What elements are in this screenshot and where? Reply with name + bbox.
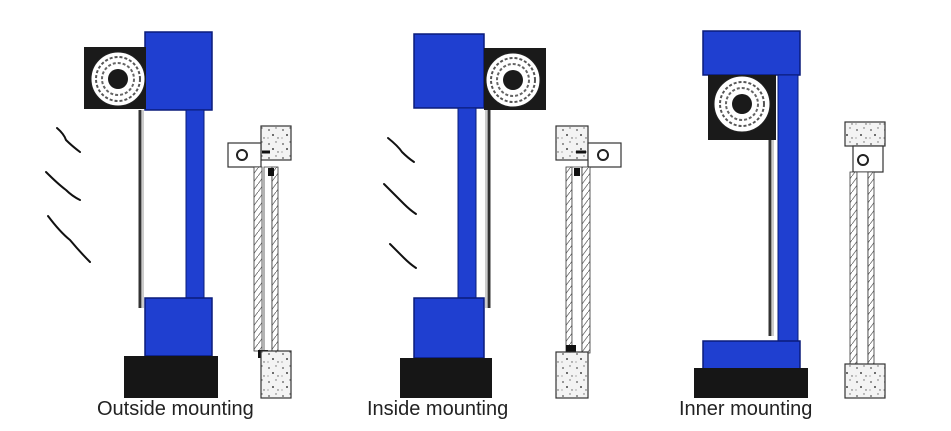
- caption-outside-mounting: Outside mounting: [97, 398, 254, 420]
- side-detail: [844, 121, 886, 399]
- roller-box: [708, 75, 776, 140]
- caption-inside-mounting: Inside mounting: [367, 398, 509, 420]
- side-detail: [227, 125, 292, 399]
- wall-section: [413, 33, 485, 359]
- rain-lines: [383, 137, 417, 269]
- sill-block: [124, 356, 218, 398]
- roller-box: [84, 47, 146, 109]
- sill-block: [400, 358, 492, 398]
- wall-section: [144, 31, 213, 357]
- wall-section: [702, 30, 801, 370]
- sill-block: [694, 368, 808, 398]
- caption-inner-mounting: Inner mounting: [679, 398, 813, 420]
- roller-box: [484, 48, 546, 110]
- diagram-outside-mounting: [45, 31, 292, 399]
- side-detail: [555, 125, 622, 399]
- diagram-inner-mounting: [694, 30, 886, 399]
- diagram-inside-mounting: [383, 33, 622, 399]
- rain-lines: [45, 127, 91, 263]
